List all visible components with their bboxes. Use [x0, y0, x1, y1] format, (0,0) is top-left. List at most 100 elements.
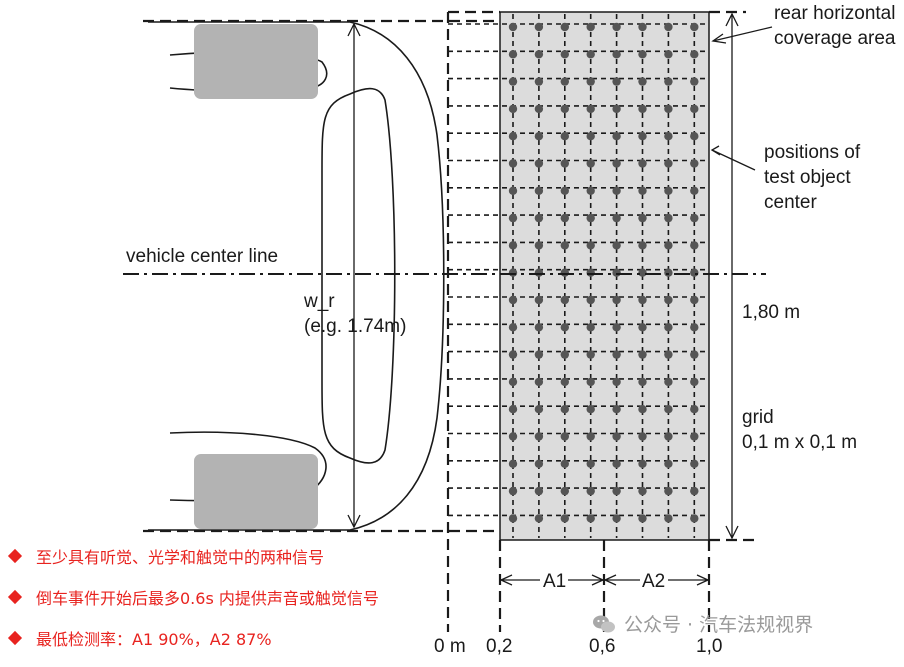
- test-object-point: [638, 159, 647, 168]
- test-object-point: [664, 213, 673, 223]
- test-object-point: [638, 186, 647, 195]
- test-object-point: [508, 22, 518, 32]
- test-object-point: [612, 486, 621, 496]
- test-object-point: [586, 514, 595, 523]
- test-object-point: [638, 241, 647, 250]
- test-object-point: [560, 432, 569, 441]
- wechat-icon: [593, 615, 615, 632]
- test-object-point: [638, 377, 647, 387]
- test-object-point: [612, 377, 621, 387]
- vehicle-width-dimension: [347, 22, 361, 529]
- test-object-point: [612, 132, 621, 141]
- positions-label-line3: center: [764, 192, 817, 213]
- zone-a2-label: A2: [642, 571, 665, 592]
- test-object-point: [664, 350, 673, 359]
- test-object-point: [560, 77, 569, 86]
- test-object-point: [508, 104, 518, 114]
- test-object-point: [560, 213, 569, 223]
- test-object-point: [664, 22, 673, 32]
- test-object-point: [612, 159, 621, 168]
- test-object-point: [560, 104, 569, 114]
- test-object-point: [612, 241, 621, 250]
- test-object-point: [560, 514, 569, 523]
- test-object-point: [534, 268, 544, 277]
- total-width-label: 1,80 m: [742, 302, 800, 323]
- test-object-point: [534, 432, 544, 441]
- test-object-point: [664, 323, 673, 332]
- test-object-point: [534, 350, 544, 359]
- test-object-point: [690, 377, 699, 387]
- test-object-point: [586, 213, 595, 223]
- test-object-point: [638, 295, 647, 305]
- test-object-point: [560, 22, 569, 32]
- test-object-point: [534, 50, 544, 59]
- test-object-point: [638, 268, 647, 277]
- test-object-point: [690, 486, 699, 496]
- note-item: 至少具有听觉、光学和触觉中的两种信号: [6, 544, 379, 568]
- test-object-point: [508, 514, 518, 523]
- test-object-point: [508, 405, 518, 414]
- note-item: 最低检测率：A1 90%，A2 87%: [6, 626, 379, 650]
- test-object-point: [690, 186, 699, 195]
- test-object-point: [664, 295, 673, 305]
- test-object-point: [586, 50, 595, 59]
- bullet-diamond-icon: [7, 589, 23, 605]
- test-object-point: [586, 486, 595, 496]
- test-object-point: [560, 295, 569, 305]
- test-object-point: [664, 432, 673, 441]
- test-object-point: [638, 486, 647, 496]
- test-object-point: [586, 241, 595, 250]
- test-object-point: [560, 186, 569, 195]
- positions-label-line1: positions of: [764, 142, 861, 163]
- test-object-point: [638, 350, 647, 359]
- requirement-notes: 至少具有听觉、光学和触觉中的两种信号 倒车事件开始后最多0.6s 内提供声音或触…: [6, 544, 379, 667]
- test-object-point: [612, 432, 621, 441]
- bullet-diamond-icon: [7, 630, 23, 646]
- test-object-point: [690, 514, 699, 523]
- test-object-point: [586, 377, 595, 387]
- test-object-point: [690, 268, 699, 277]
- test-object-point: [586, 459, 595, 468]
- test-object-point: [534, 213, 544, 223]
- test-object-point: [638, 405, 647, 414]
- test-object-point: [508, 323, 518, 332]
- test-object-point: [690, 77, 699, 86]
- rear-right-wheel: [194, 454, 318, 529]
- test-object-point: [508, 186, 518, 195]
- grid-label-line1: grid: [742, 407, 774, 428]
- test-object-point: [586, 104, 595, 114]
- test-object-point: [612, 268, 621, 277]
- dashed-lines: [143, 10, 756, 632]
- test-object-point: [638, 22, 647, 32]
- test-object-point: [560, 486, 569, 496]
- test-object-point: [560, 268, 569, 277]
- test-object-point: [534, 22, 544, 32]
- test-object-point: [534, 104, 544, 114]
- total-width-dimension: [725, 12, 739, 540]
- test-object-point: [586, 159, 595, 168]
- zone-a1-label: A1: [543, 571, 566, 592]
- test-object-point: [508, 459, 518, 468]
- test-object-point: [534, 186, 544, 195]
- test-object-point: [508, 50, 518, 59]
- test-object-point: [638, 77, 647, 86]
- annotation-arrows: [710, 26, 773, 171]
- test-object-point: [664, 132, 673, 141]
- test-object-point: [534, 132, 544, 141]
- test-object-point: [664, 77, 673, 86]
- watermark: 公众号 · 汽车法规视界: [592, 610, 813, 637]
- test-object-point: [586, 350, 595, 359]
- test-object-point: [560, 50, 569, 59]
- grid-label-line2: 0,1 m x 0,1 m: [742, 432, 857, 453]
- test-object-point: [534, 514, 544, 523]
- tick-0-6: 0,6: [589, 636, 615, 657]
- test-object-point: [508, 159, 518, 168]
- test-object-point: [612, 213, 621, 223]
- test-object-point: [586, 186, 595, 195]
- test-object-point: [560, 459, 569, 468]
- test-object-point: [612, 50, 621, 59]
- test-object-point: [560, 159, 569, 168]
- test-object-point: [638, 514, 647, 523]
- test-object-point: [664, 377, 673, 387]
